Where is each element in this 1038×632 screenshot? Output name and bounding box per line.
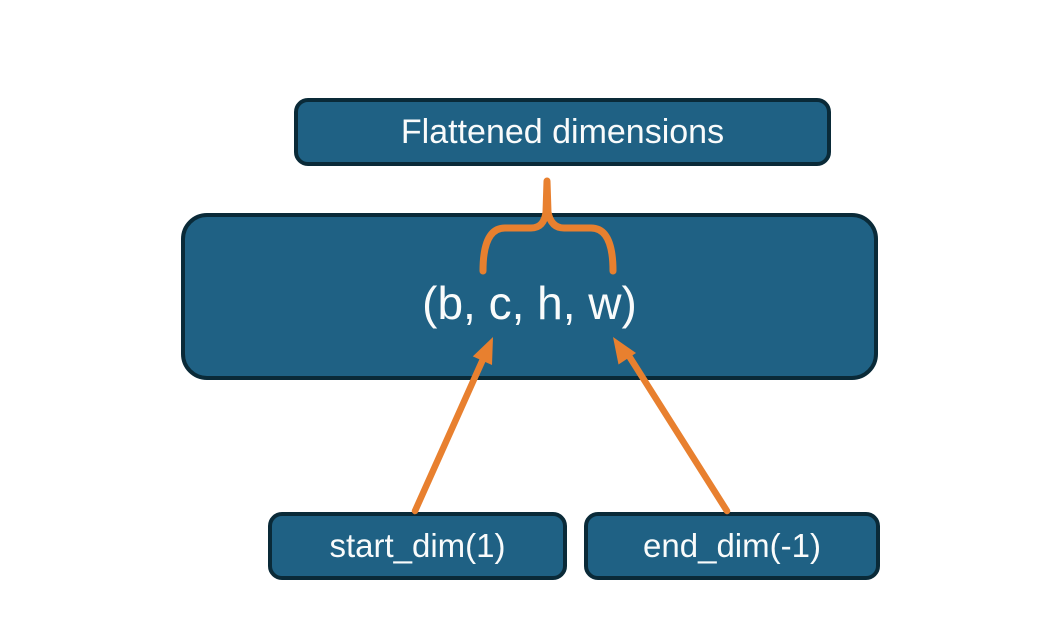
- node-flattened-dimensions-label: Flattened dimensions: [400, 112, 725, 151]
- start-dim-arrow-line: [411, 353, 488, 515]
- node-tensor-shape: (b, c, h, w): [181, 213, 878, 380]
- node-start-dim-label: start_dim(1): [329, 527, 506, 564]
- node-flattened-dimensions: Flattened dimensions: [294, 98, 831, 166]
- node-start-dim: start_dim(1): [268, 512, 567, 580]
- node-end-dim: end_dim(-1): [584, 512, 880, 580]
- node-tensor-shape-label: (b, c, h, w): [422, 276, 637, 329]
- node-end-dim-label: end_dim(-1): [643, 527, 821, 564]
